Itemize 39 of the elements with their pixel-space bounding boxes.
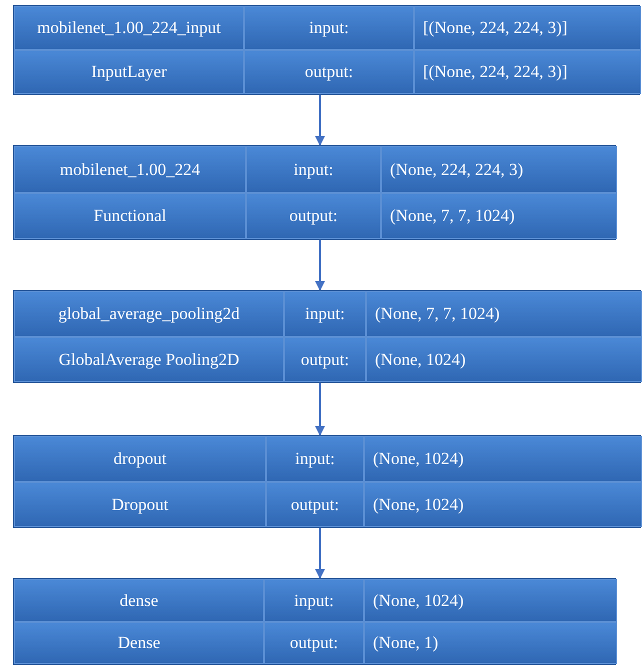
port-label-cell: input: [264, 579, 364, 622]
port-label-cell: output: [284, 336, 366, 382]
shape-value-cell: (None, 1024) [364, 579, 617, 622]
layer-table [13, 145, 616, 240]
arrow [315, 383, 325, 436]
port-label-cell: input: [246, 146, 381, 192]
port-label-cell: output: [264, 622, 364, 664]
shape-value-cell: (None, 1024) [366, 336, 642, 382]
shape-value-cell: (None, 1024) [364, 482, 642, 527]
layer-name-cell: Functional [14, 192, 246, 239]
layer-name-cell: Dropout [14, 482, 266, 527]
shape-value-cell: (None, 1) [364, 622, 617, 664]
port-label-cell: input: [266, 436, 364, 482]
layer-name-cell: InputLayer [14, 50, 244, 94]
layer-table [13, 435, 641, 528]
shape-value-cell: (None, 1024) [364, 436, 642, 482]
layer-name-cell: Dense [14, 622, 264, 664]
shape-value-cell: (None, 7, 7, 1024) [381, 192, 617, 239]
layer-name-cell: GlobalAverage Pooling2D [14, 336, 284, 382]
layer-name-cell: mobilenet_1.00_224 [14, 146, 246, 192]
shape-value-cell: [(None, 224, 224, 3)] [414, 50, 641, 94]
port-label-cell: output: [246, 192, 381, 239]
arrow [315, 95, 325, 146]
layer-name-cell: global_average_pooling2d [14, 291, 284, 336]
layer-table [13, 290, 641, 383]
shape-value-cell: [(None, 224, 224, 3)] [414, 6, 641, 50]
arrow [315, 528, 325, 579]
shape-value-cell: (None, 224, 224, 3) [381, 146, 617, 192]
arrow [315, 240, 325, 291]
port-label-cell: output: [266, 482, 364, 527]
layer-table [13, 578, 616, 665]
layer-name-cell: dropout [14, 436, 266, 482]
layer-name-cell: mobilenet_1.00_224_input [14, 6, 244, 50]
port-label-cell: input: [244, 6, 414, 50]
port-label-cell: input: [284, 291, 366, 336]
port-label-cell: output: [244, 50, 414, 94]
layer-table [13, 5, 640, 95]
layer-name-cell: dense [14, 579, 264, 622]
shape-value-cell: (None, 7, 7, 1024) [366, 291, 642, 336]
